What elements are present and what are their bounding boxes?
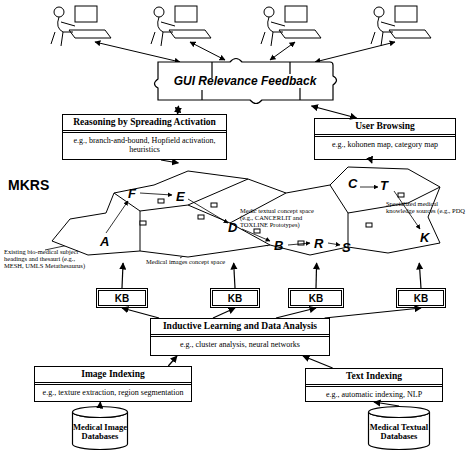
puzzle-outline-path xyxy=(155,59,337,104)
kb-box: KB xyxy=(96,288,148,308)
small-square xyxy=(398,193,404,197)
callout-label: Medic textual concept space (e.g., CANCE… xyxy=(240,207,322,229)
small-square xyxy=(158,199,164,203)
map-link xyxy=(328,243,340,245)
box-body: e.g., kohonen map, category map xyxy=(315,137,455,151)
concept-letter: F xyxy=(128,187,136,200)
process-box: Image Indexinge.g., texture extraction, … xyxy=(34,366,192,402)
map-pieces xyxy=(52,167,440,257)
kb-label: KB xyxy=(309,293,323,304)
kb-label: KB xyxy=(414,293,428,304)
map-link xyxy=(106,201,128,233)
small-square xyxy=(140,221,146,225)
concept-letter: T xyxy=(380,179,388,192)
process-box: Inductive Learning and Data Analysise.g.… xyxy=(150,318,330,356)
box-body: e.g., cluster analysis, neural networks xyxy=(151,337,329,351)
process-box: Text Indexinge.g., automatic indexing, N… xyxy=(305,368,443,402)
user-figures xyxy=(51,6,431,46)
small-square xyxy=(366,223,372,227)
database-name: Medical Image Databases xyxy=(72,415,128,442)
connector-arrow xyxy=(371,160,372,163)
connector-arrow xyxy=(312,106,357,118)
concept-letter: S xyxy=(342,241,351,254)
kb-label: KB xyxy=(115,293,129,304)
kb-label: KB xyxy=(228,293,242,304)
connector-arrow xyxy=(374,402,399,406)
callout-label: Medical images concept space xyxy=(146,258,226,265)
connector-arrow xyxy=(325,308,421,318)
connector-arrow xyxy=(419,263,421,288)
box-heading: Reasoning by Spreading Activation xyxy=(63,115,226,133)
connector-arrow xyxy=(315,263,317,288)
map-link xyxy=(288,243,310,245)
user-arrows xyxy=(95,42,395,62)
callout-label: Existing bio-medical subject headings an… xyxy=(4,248,86,270)
box-body: e.g., automatic indexing, NLP xyxy=(306,387,442,401)
connector-arrow xyxy=(276,308,316,318)
box-heading: Text Indexing xyxy=(306,369,442,387)
concept-letter: A xyxy=(100,235,109,248)
process-box: User Browsinge.g., kohonen map, category… xyxy=(314,118,456,160)
concept-letter: E xyxy=(176,190,185,203)
small-square xyxy=(211,203,217,207)
connector-arrow xyxy=(161,160,178,163)
concept-letter: D xyxy=(228,221,237,234)
box-body: e.g., texture extraction, region segment… xyxy=(35,385,191,399)
system-name: MKRS xyxy=(8,178,58,193)
process-box: Reasoning by Spreading Activatione.g., b… xyxy=(62,114,227,160)
database-name: Medical Textual Databases xyxy=(368,415,430,442)
concept-letter: K xyxy=(420,231,429,244)
database-cylinder: Medical Image Databases xyxy=(72,406,128,450)
box-heading: Image Indexing xyxy=(35,367,191,385)
kb-box: KB xyxy=(210,288,260,308)
map-link xyxy=(140,193,172,195)
connector-arrow xyxy=(303,356,333,368)
map-link xyxy=(360,187,378,188)
connector-arrow xyxy=(168,356,177,366)
concept-letter: B xyxy=(274,239,283,252)
box-body: e.g., branch-and-bound, Hopfield activat… xyxy=(63,133,226,156)
concept-letter: R xyxy=(314,237,323,250)
connector-arrow xyxy=(213,308,235,318)
connector-arrow xyxy=(122,308,159,318)
small-square xyxy=(198,215,204,219)
cylinder-top xyxy=(369,407,430,418)
cylinder-top xyxy=(73,407,128,418)
map-link xyxy=(242,229,270,241)
small-square xyxy=(254,229,260,233)
connector-arrow xyxy=(178,106,179,114)
concept-letter: C xyxy=(348,177,357,190)
kb-box: KB xyxy=(288,288,344,308)
connector-arrow xyxy=(99,402,101,406)
kb-box: KB xyxy=(396,288,446,308)
database-cylinder: Medical Textual Databases xyxy=(368,406,430,450)
connector-arrow xyxy=(234,263,235,288)
gui-puzzle: GUI Relevance Feedback xyxy=(150,56,340,106)
connector-arrow xyxy=(122,263,123,288)
gui-title: GUI Relevance Feedback xyxy=(174,74,317,88)
box-heading: User Browsing xyxy=(315,119,455,137)
callout-label: Specialized medical knowledge sources (e… xyxy=(386,200,468,214)
map-link xyxy=(188,199,228,223)
box-heading: Inductive Learning and Data Analysis xyxy=(151,319,329,337)
